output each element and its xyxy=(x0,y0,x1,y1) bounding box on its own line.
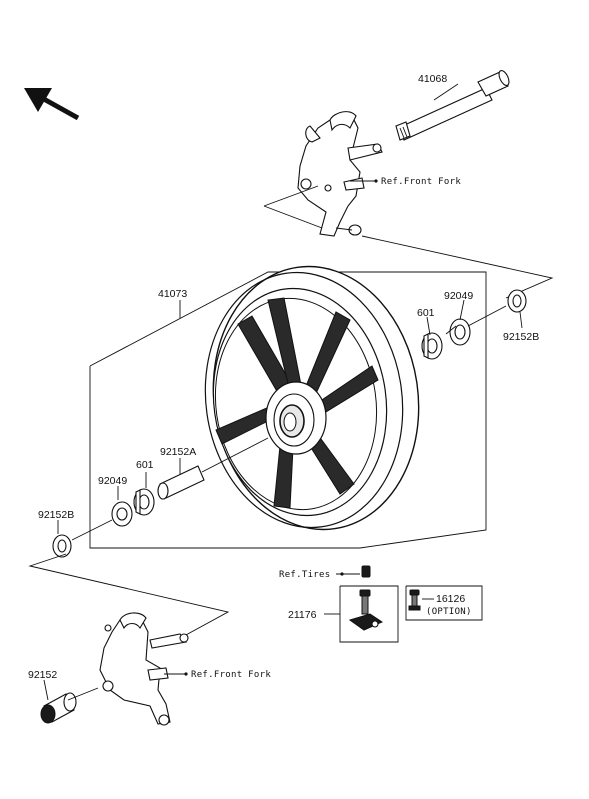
leader-92152 xyxy=(43,679,49,701)
collar-right xyxy=(507,289,527,313)
option-box xyxy=(405,585,483,621)
leader-axle xyxy=(433,83,459,101)
ref-tires: Ref.Tires xyxy=(279,570,330,580)
label-92049-right: 92049 xyxy=(444,290,473,302)
valve-21176 xyxy=(348,589,384,631)
leader-601-right xyxy=(426,316,431,336)
leader-collar-left-link xyxy=(71,519,113,541)
collar-92152 xyxy=(40,692,77,724)
label-92152a: 92152A xyxy=(160,446,196,458)
ref-front-fork-upper: Ref.Front Fork xyxy=(381,177,461,187)
ref-dot-icon xyxy=(374,179,378,183)
direction-arrow-icon xyxy=(24,88,80,121)
leader-92049-right xyxy=(459,299,465,321)
leader-spacer-link xyxy=(201,437,269,473)
valve-cap-icon xyxy=(361,565,371,578)
valve-box xyxy=(339,585,399,643)
label-92152b-left: 92152B xyxy=(38,509,74,521)
label-16126: 16126 xyxy=(436,593,465,605)
link-line-lower xyxy=(28,553,230,637)
ref-dot-icon xyxy=(184,672,188,676)
seal-left xyxy=(111,501,133,527)
upper-fork-leg xyxy=(297,111,383,237)
label-601-left: 601 xyxy=(136,459,154,471)
leader-collar-lower-link xyxy=(67,687,99,701)
leader-92152b-right xyxy=(519,311,523,329)
link-line-a xyxy=(263,185,319,207)
leader-collar-right-link xyxy=(467,305,507,327)
spacer-92152a xyxy=(157,465,205,500)
bearing-left xyxy=(133,488,155,516)
ref-dot-icon xyxy=(340,572,344,576)
seal-right xyxy=(449,318,471,346)
lower-fork-leg xyxy=(99,612,189,726)
label-option: (OPTION) xyxy=(426,607,472,617)
label-92152: 92152 xyxy=(28,669,57,681)
bearing-right xyxy=(421,332,443,360)
front-wheel xyxy=(204,265,420,531)
ref-front-fork-lower: Ref.Front Fork xyxy=(191,670,271,680)
collar-left xyxy=(52,534,72,558)
front-axle xyxy=(395,70,510,141)
link-line-c xyxy=(361,235,554,299)
label-21176: 21176 xyxy=(288,609,317,621)
valve-16126 xyxy=(408,589,421,611)
wheel-frame-box xyxy=(89,271,487,549)
leader-seal-right-link xyxy=(445,325,457,335)
label-601-right: 601 xyxy=(417,307,435,319)
label-41068: 41068 xyxy=(418,73,447,85)
label-92049-left: 92049 xyxy=(98,475,127,487)
label-92152b-right: 92152B xyxy=(503,331,539,343)
label-41073: 41073 xyxy=(158,288,187,300)
link-line-b xyxy=(263,205,323,229)
